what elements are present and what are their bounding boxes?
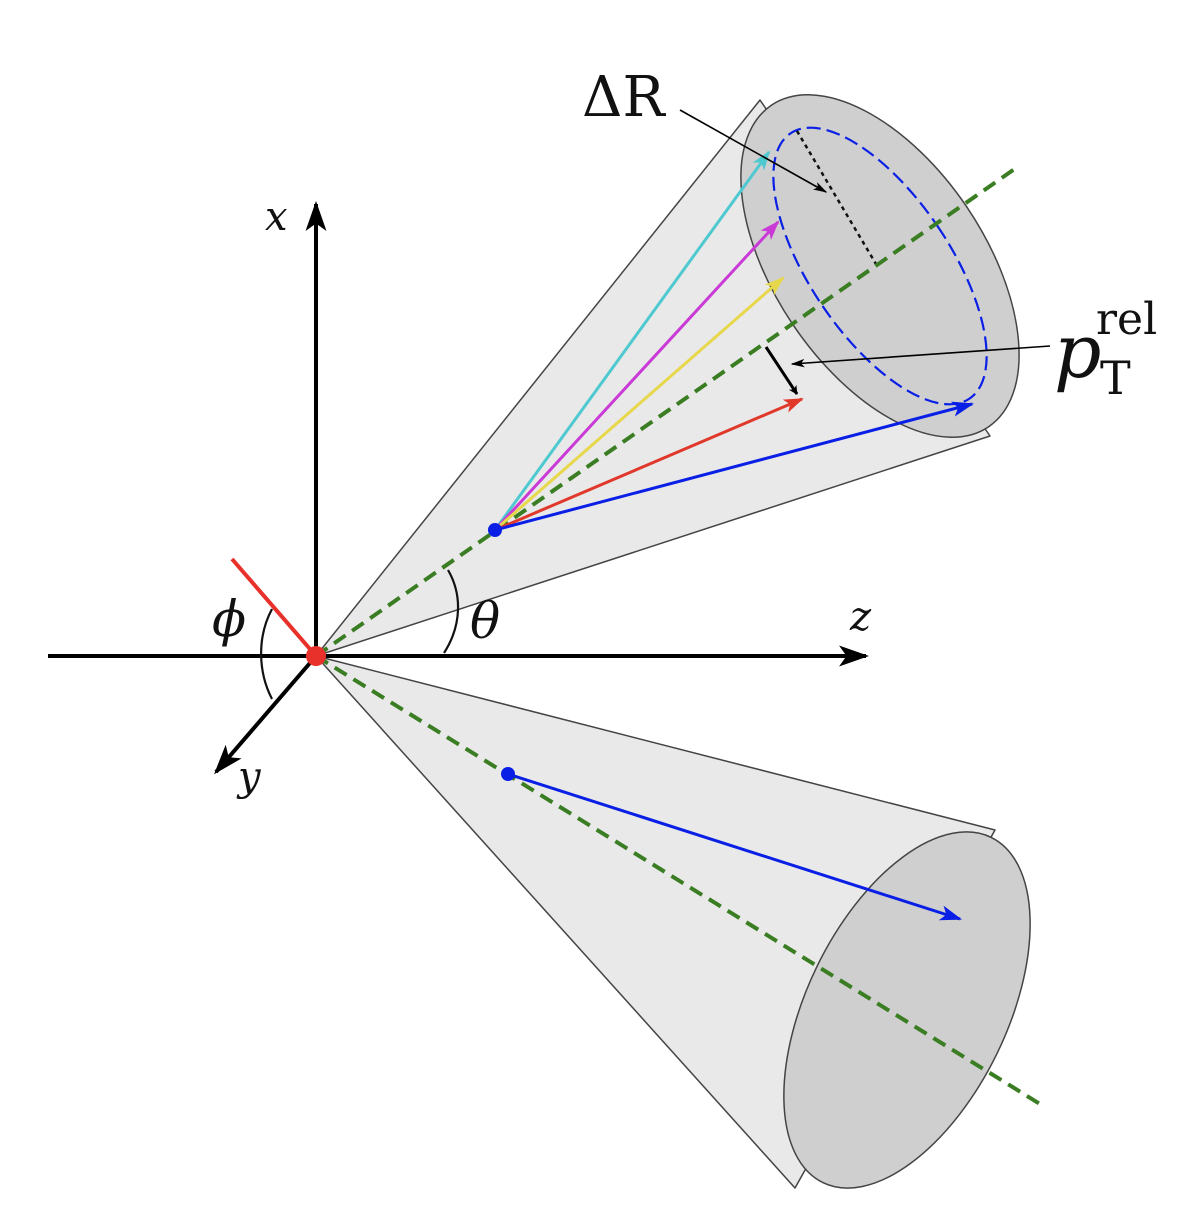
- theta-label: θ: [470, 592, 500, 650]
- track-cyan: [493, 150, 771, 531]
- delta-r-label: ΔR: [582, 65, 666, 130]
- track-magenta: [493, 220, 780, 532]
- y-axis-label: y: [236, 754, 262, 800]
- upper-jet-axis: [314, 166, 1018, 658]
- delta-r-circle: [772, 126, 988, 406]
- pt-rel-label: p: [1054, 309, 1101, 395]
- coordinate-axes: [48, 201, 869, 775]
- track-blue-upper: [494, 401, 975, 532]
- lower-cone-cap: [783, 831, 1031, 1189]
- x-axis-label: x: [265, 194, 288, 240]
- track-red: [494, 397, 804, 532]
- lower-jet-vertex: [501, 767, 515, 781]
- z-axis-label: z: [849, 594, 872, 640]
- phi-label: ϕ: [212, 590, 246, 648]
- pt-rel-arrow: [764, 346, 799, 395]
- theta-angle-arc: [443, 569, 460, 654]
- lower-jet-tracks: [501, 767, 963, 921]
- delta-r-leader: [679, 109, 828, 193]
- pt-rel-subscript: T: [1100, 351, 1131, 405]
- pt-rel-superscript: rel: [1096, 294, 1157, 345]
- delta-r-radius-line: [795, 130, 878, 265]
- upper-jet-tracks: [488, 150, 975, 537]
- phi-direction-line: [230, 557, 318, 658]
- lower-jet-axis: [314, 654, 1042, 1106]
- y-axis-line: [214, 654, 318, 775]
- pt-rel-leader: [790, 345, 1051, 368]
- track-yellow: [494, 276, 785, 532]
- upper-jet-vertex: [488, 523, 502, 537]
- track-blue-lower: [507, 772, 963, 921]
- lower-jet-cone: [315, 655, 1031, 1189]
- upper-jet-cone: [315, 94, 1020, 657]
- phi-angle-arc: [260, 608, 273, 700]
- primary-vertex: [306, 646, 326, 666]
